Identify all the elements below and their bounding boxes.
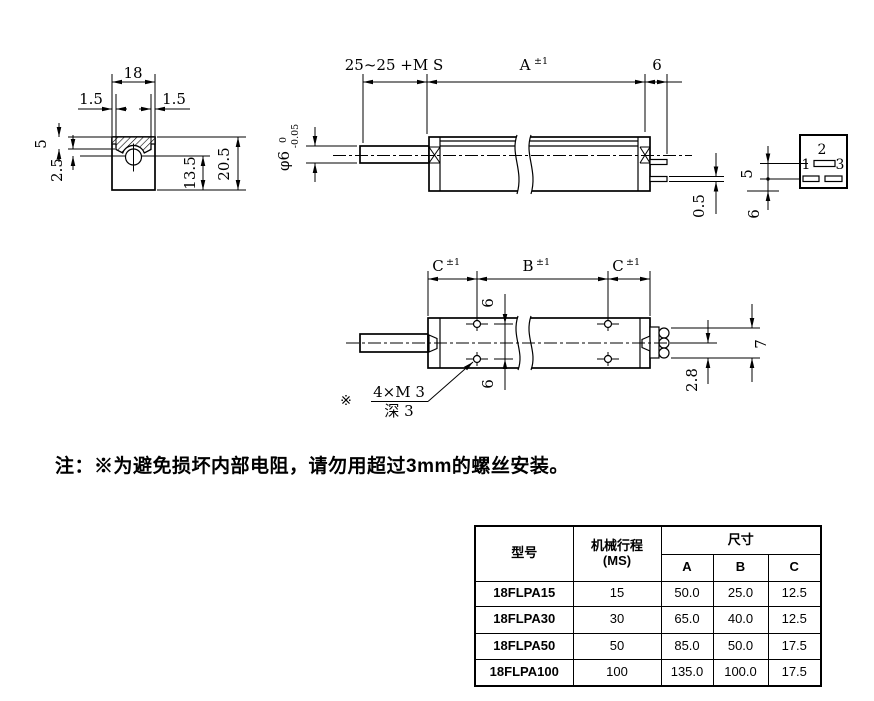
dim-c-cell: 12.5 bbox=[767, 580, 822, 607]
side-pin-upper bbox=[649, 158, 668, 166]
dim-c-left-label: C bbox=[432, 257, 443, 275]
travel-cell: 30 bbox=[572, 605, 662, 634]
dim-c-left-tol: ±1 bbox=[446, 257, 460, 268]
side-dimension-lines bbox=[306, 74, 724, 214]
model-cell: 18FLPA15 bbox=[474, 580, 574, 607]
mounting-holes bbox=[466, 317, 619, 366]
dim-b-cell: 100.0 bbox=[712, 658, 769, 687]
top-break-line2 bbox=[528, 315, 534, 371]
table-row: 18FLPA50 50 85.0 50.0 17.5 bbox=[474, 632, 822, 660]
dim-left-inset-label: 1.5 bbox=[79, 90, 103, 108]
dim-shaft-tol-lower: -0.05 bbox=[290, 124, 301, 148]
header-travel-line2: (MS) bbox=[602, 552, 632, 568]
callout-depth-label: 深 3 bbox=[384, 402, 413, 420]
header-size: 尺寸 bbox=[660, 525, 822, 555]
side-break-line bbox=[514, 134, 520, 195]
header-model: 型号 bbox=[474, 525, 574, 582]
terminal-dimension-lines bbox=[747, 146, 808, 210]
dim-pin-pitch-label: 2.8 bbox=[683, 368, 701, 392]
dim-c-right-label: C bbox=[612, 257, 623, 275]
table-row: 18FLPA100 100 135.0 100.0 17.5 bbox=[474, 658, 822, 687]
callout-reference-mark: ※ bbox=[340, 392, 352, 408]
dim-shaft-dia-label: φ6 bbox=[275, 151, 293, 171]
terminal-slot-3 bbox=[824, 175, 843, 183]
dim-c-right-tol: ±1 bbox=[626, 257, 640, 268]
model-cell: 18FLPA30 bbox=[474, 605, 574, 634]
side-body-outline bbox=[428, 136, 651, 192]
dim-hole-upper-label: 6 bbox=[479, 298, 497, 308]
dim-width-label: 18 bbox=[123, 64, 142, 82]
dim-c-cell: 17.5 bbox=[767, 632, 822, 660]
side-view: 25~25 +M S A ±1 6 φ6 0 -0.05 0.5 bbox=[275, 56, 724, 218]
top-pins bbox=[649, 326, 670, 359]
dim-pin-thickness-label: 0.5 bbox=[690, 194, 708, 218]
table-row: 18FLPA30 30 65.0 40.0 12.5 bbox=[474, 605, 822, 634]
header-travel: 机械行程 (MS) bbox=[572, 525, 662, 582]
dim-shaft-tol-upper: 0 bbox=[278, 137, 289, 143]
side-left-coupler bbox=[428, 146, 441, 164]
travel-cell: 100 bbox=[572, 658, 662, 687]
terminal-pin2-label: 2 bbox=[818, 142, 827, 158]
dim-hole-lower-label: 6 bbox=[479, 379, 497, 389]
top-break-line bbox=[515, 315, 521, 371]
top-left-coupler bbox=[428, 334, 438, 353]
front-cross-section-view: 18 1.5 1.5 5 2.5 13.5 20.5 bbox=[32, 64, 246, 191]
table-row: 18FLPA15 15 50.0 25.0 12.5 bbox=[474, 580, 822, 607]
dim-b-tol: ±1 bbox=[536, 257, 550, 268]
header-col-c: C bbox=[767, 553, 822, 582]
technical-drawing-canvas: 18 1.5 1.5 5 2.5 13.5 20.5 bbox=[32, 56, 848, 420]
dim-a-cell: 65.0 bbox=[660, 605, 714, 634]
dim-row-gap-label: 5 bbox=[738, 169, 756, 179]
side-right-coupler bbox=[639, 146, 651, 164]
table-header-row: 型号 机械行程 (MS) 尺寸 bbox=[474, 525, 822, 582]
top-view: C ±1 B ±1 C ±1 6 6 7 2.8 ※ 4×M 3 深 3 bbox=[340, 257, 770, 420]
dim-travel-label: 25~25 +M S bbox=[345, 56, 443, 74]
dim-b-label: B bbox=[522, 257, 533, 275]
table-subheader-row: A B C bbox=[475, 553, 822, 582]
dim-c-cell: 12.5 bbox=[767, 605, 822, 634]
dim-bottom-offset-label: 6 bbox=[745, 209, 763, 219]
dim-b-cell: 40.0 bbox=[712, 605, 769, 634]
dim-center-bottom-label: 13.5 bbox=[181, 156, 199, 189]
front-dimension-lines bbox=[56, 74, 246, 191]
model-cell: 18FLPA100 bbox=[474, 658, 574, 687]
dim-body-a-tol: ±1 bbox=[534, 56, 548, 67]
header-travel-line1: 机械行程 bbox=[590, 537, 643, 553]
spec-table: 型号 机械行程 (MS) 尺寸 A B C 18FLPA15 15 50.0 2… bbox=[474, 525, 822, 687]
dim-b-cell: 50.0 bbox=[712, 632, 769, 660]
terminal-pin3-label: 3 bbox=[836, 157, 845, 173]
side-pin-lower bbox=[649, 175, 668, 183]
dim-cap-height-label: 5 bbox=[32, 139, 50, 149]
header-col-a: A bbox=[660, 553, 714, 582]
dim-a-cell: 85.0 bbox=[660, 632, 714, 660]
dim-total-height-label: 20.5 bbox=[215, 147, 233, 180]
dim-pin-span-label: 7 bbox=[752, 339, 770, 349]
installation-note: 注：※为避免损坏内部电阻，请勿用超过3mm的螺丝安装。 bbox=[55, 456, 569, 477]
travel-cell: 15 bbox=[572, 580, 662, 607]
dim-b-cell: 25.0 bbox=[712, 580, 769, 607]
terminal-slot-2 bbox=[813, 159, 836, 168]
terminal-end-view: 2 1 3 5 6 bbox=[738, 134, 848, 219]
dim-shaft-offset-label: 2.5 bbox=[48, 158, 66, 182]
dim-a-cell: 135.0 bbox=[660, 658, 714, 687]
callout-thread-label: 4×M 3 bbox=[373, 383, 425, 401]
dim-end-offset-label: 6 bbox=[652, 56, 662, 74]
terminal-pin1-label: 1 bbox=[802, 157, 811, 173]
model-cell: 18FLPA50 bbox=[474, 632, 574, 660]
travel-cell: 50 bbox=[572, 632, 662, 660]
terminal-slot-1 bbox=[802, 175, 820, 183]
top-dimension-lines bbox=[371, 271, 760, 402]
dim-a-cell: 50.0 bbox=[660, 580, 714, 607]
dim-c-cell: 17.5 bbox=[767, 658, 822, 687]
dim-body-a-label: A bbox=[519, 56, 531, 74]
header-col-b: B bbox=[712, 553, 769, 582]
side-break-line2 bbox=[528, 134, 534, 195]
dim-right-inset-label: 1.5 bbox=[162, 90, 186, 108]
side-shaft bbox=[359, 145, 430, 164]
